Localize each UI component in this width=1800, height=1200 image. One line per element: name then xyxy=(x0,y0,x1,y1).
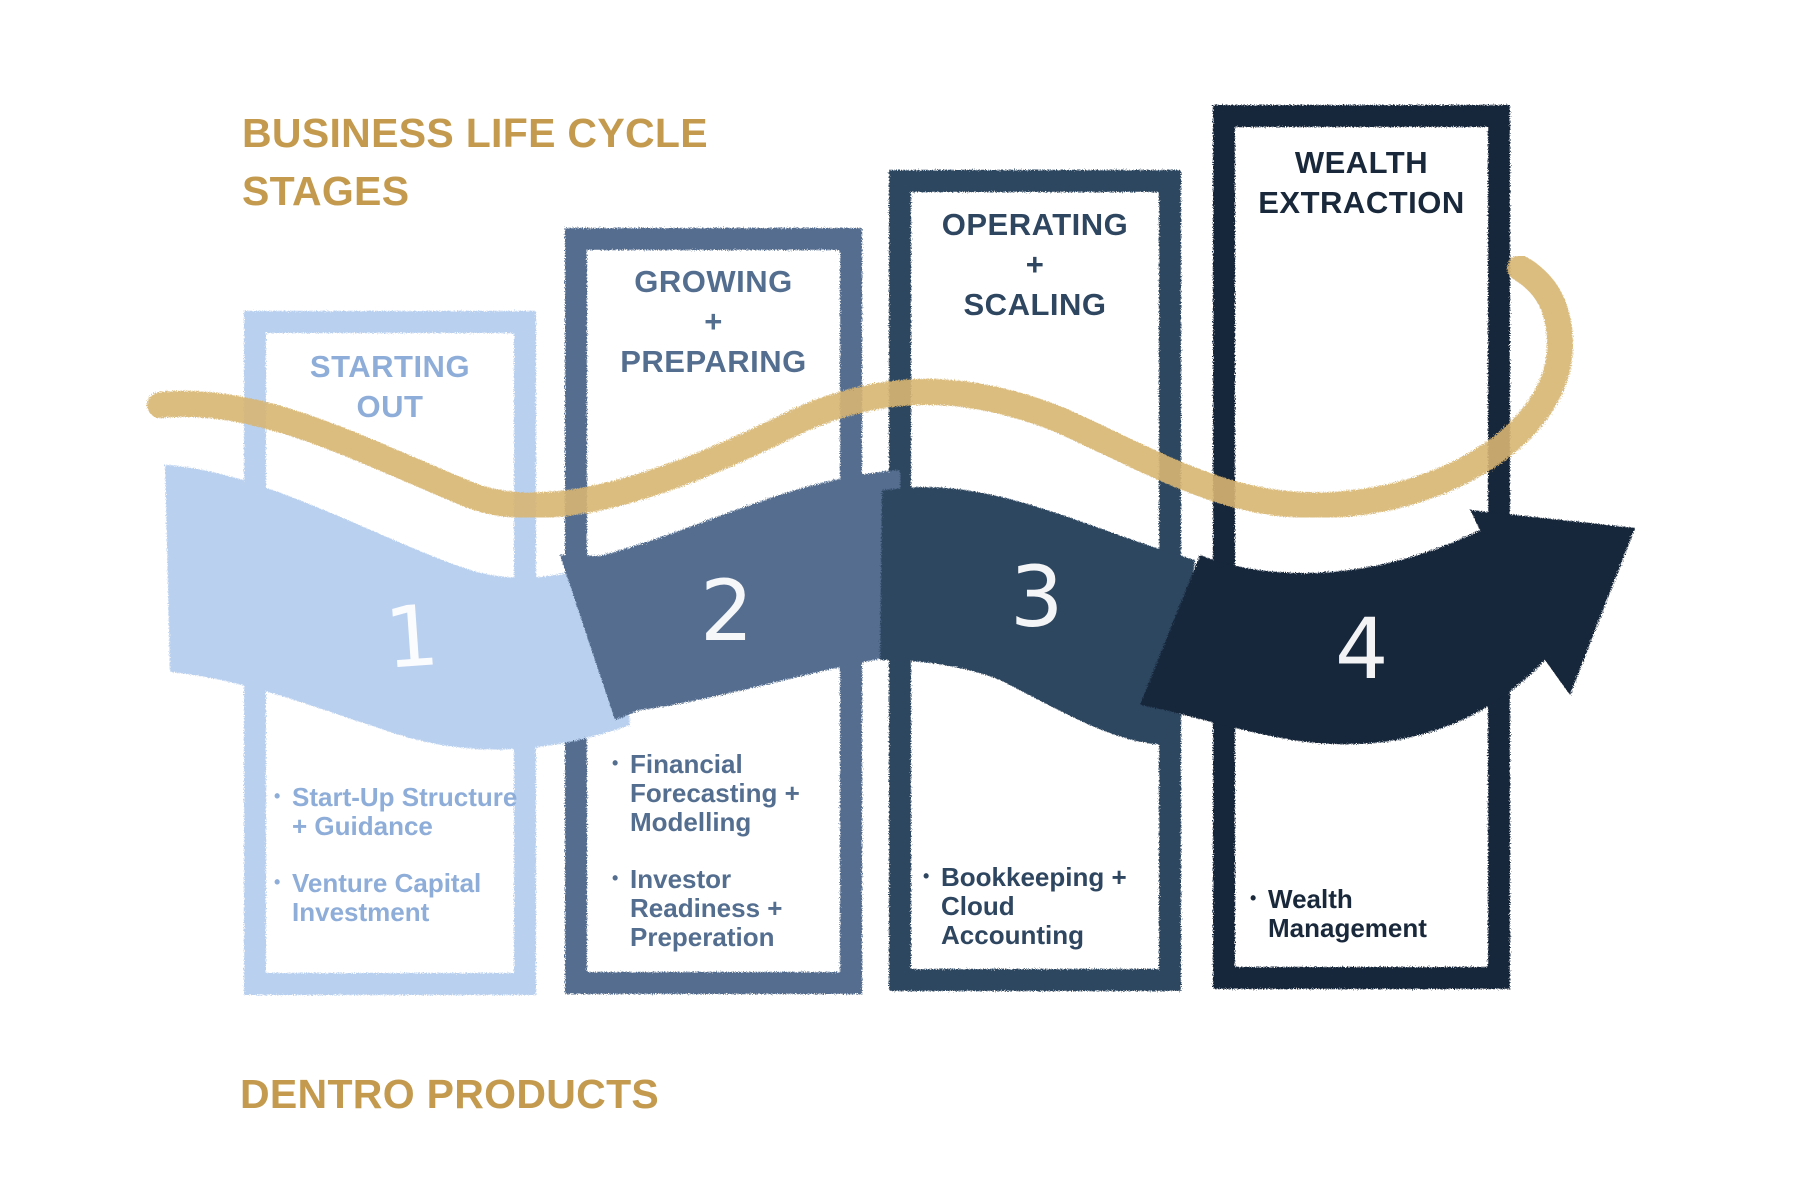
stage-1-products: Start-Up Structure + Guidance Venture Ca… xyxy=(274,782,519,955)
stage-4-title: WEALTH EXTRACTION xyxy=(1235,143,1488,223)
stage-2-products: Financial Forecasting + Modelling Invest… xyxy=(612,749,837,980)
title-line-2: STAGES xyxy=(242,168,410,214)
stage-3-title-line: + xyxy=(1025,247,1045,282)
stage-1-title: STARTING OUT xyxy=(266,347,514,427)
stage-2-title: GROWING + PREPARING xyxy=(587,262,840,382)
stage-3-title-line: SCALING xyxy=(963,287,1107,322)
product-item: Start-Up Structure + Guidance xyxy=(274,782,519,841)
products-heading: DENTRO PRODUCTS xyxy=(240,1071,660,1117)
stage-4-title-line: EXTRACTION xyxy=(1258,185,1465,220)
ribbon-segment-3 xyxy=(880,487,1195,745)
stage-3-title: OPERATING + SCALING xyxy=(911,205,1159,325)
product-item: Wealth Management xyxy=(1250,884,1450,943)
product-item: Financial Forecasting + Modelling xyxy=(612,749,837,837)
stage-3-products: Bookkeeping + Cloud Accounting xyxy=(923,862,1148,978)
stage-2-title-line: PREPARING xyxy=(620,344,807,379)
stage-1-title-line: OUT xyxy=(356,389,424,424)
stage-2-number: 2 xyxy=(700,562,754,660)
stage-2-title-line: GROWING xyxy=(634,264,793,299)
stage-4-products: Wealth Management xyxy=(1250,884,1450,971)
product-item: Investor Readiness + Preperation xyxy=(612,864,837,952)
ribbon-segment-1 xyxy=(165,465,630,750)
stage-1-number: 1 xyxy=(381,586,442,688)
ribbon-segment-2 xyxy=(560,470,905,720)
stage-3-number: 3 xyxy=(1010,548,1064,646)
title-line-1: BUSINESS LIFE CYCLE xyxy=(242,110,708,156)
stage-4-title-line: WEALTH xyxy=(1294,145,1429,180)
product-item: Venture Capital Investment xyxy=(274,868,519,927)
gold-wave-line xyxy=(147,255,1574,519)
ribbon-arrow-head xyxy=(1140,510,1635,745)
stage-1-title-line: STARTING xyxy=(309,349,471,384)
stage-2-title-line: + xyxy=(704,304,723,339)
diagram-title: BUSINESS LIFE CYCLE STAGES xyxy=(242,104,708,220)
stage-3-title-line: OPERATING xyxy=(941,207,1129,242)
stage-4-number: 4 xyxy=(1335,600,1389,698)
product-item: Bookkeeping + Cloud Accounting xyxy=(923,862,1148,950)
